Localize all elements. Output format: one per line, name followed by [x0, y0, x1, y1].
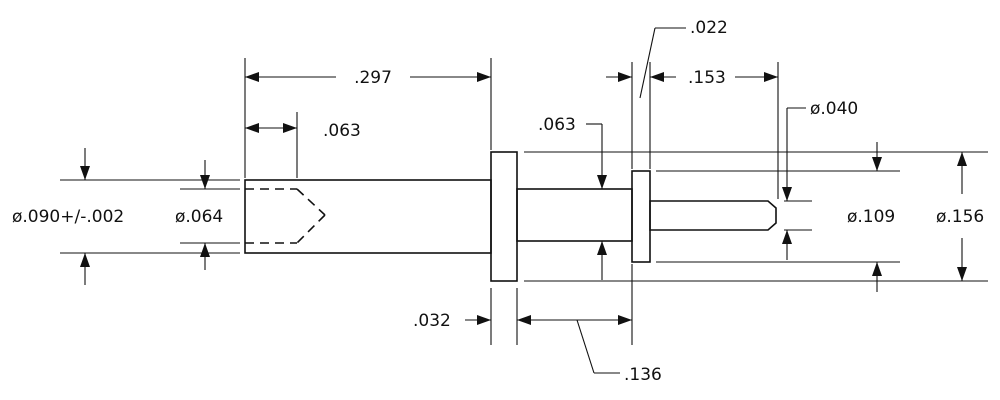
dimension-lines: [80, 27, 967, 374]
collar-outline: [631, 170, 651, 263]
dim-pin-length: .153: [688, 68, 726, 88]
dimension-labels: .297 .063 .063 .022 .153 ø.040 ø.090+/-.…: [12, 18, 984, 385]
dim-bore-depth: .063: [323, 121, 361, 141]
extension-lines: [60, 58, 988, 345]
pin-outline: [649, 200, 777, 231]
dim-body-diameter: ø.109: [847, 207, 895, 227]
dim-flange-gap: .063: [538, 115, 576, 135]
part-outline: [244, 151, 777, 282]
dim-collar-thickness: .022: [690, 18, 728, 38]
shank-outline: [244, 179, 492, 254]
dim-flange-diameter: ø.156: [936, 207, 984, 227]
dim-flange-thickness: .032: [413, 311, 451, 331]
dim-shank-diameter: ø.090+/-.002: [12, 207, 124, 227]
hidden-bore: [245, 188, 326, 244]
flange-outline: [490, 151, 518, 282]
dim-overall-length: .297: [354, 68, 392, 88]
body-outline: [516, 188, 633, 242]
dim-pin-diameter: ø.040: [810, 99, 858, 119]
dim-body-length: .136: [624, 365, 662, 385]
dim-bore-diameter: ø.064: [175, 207, 223, 227]
